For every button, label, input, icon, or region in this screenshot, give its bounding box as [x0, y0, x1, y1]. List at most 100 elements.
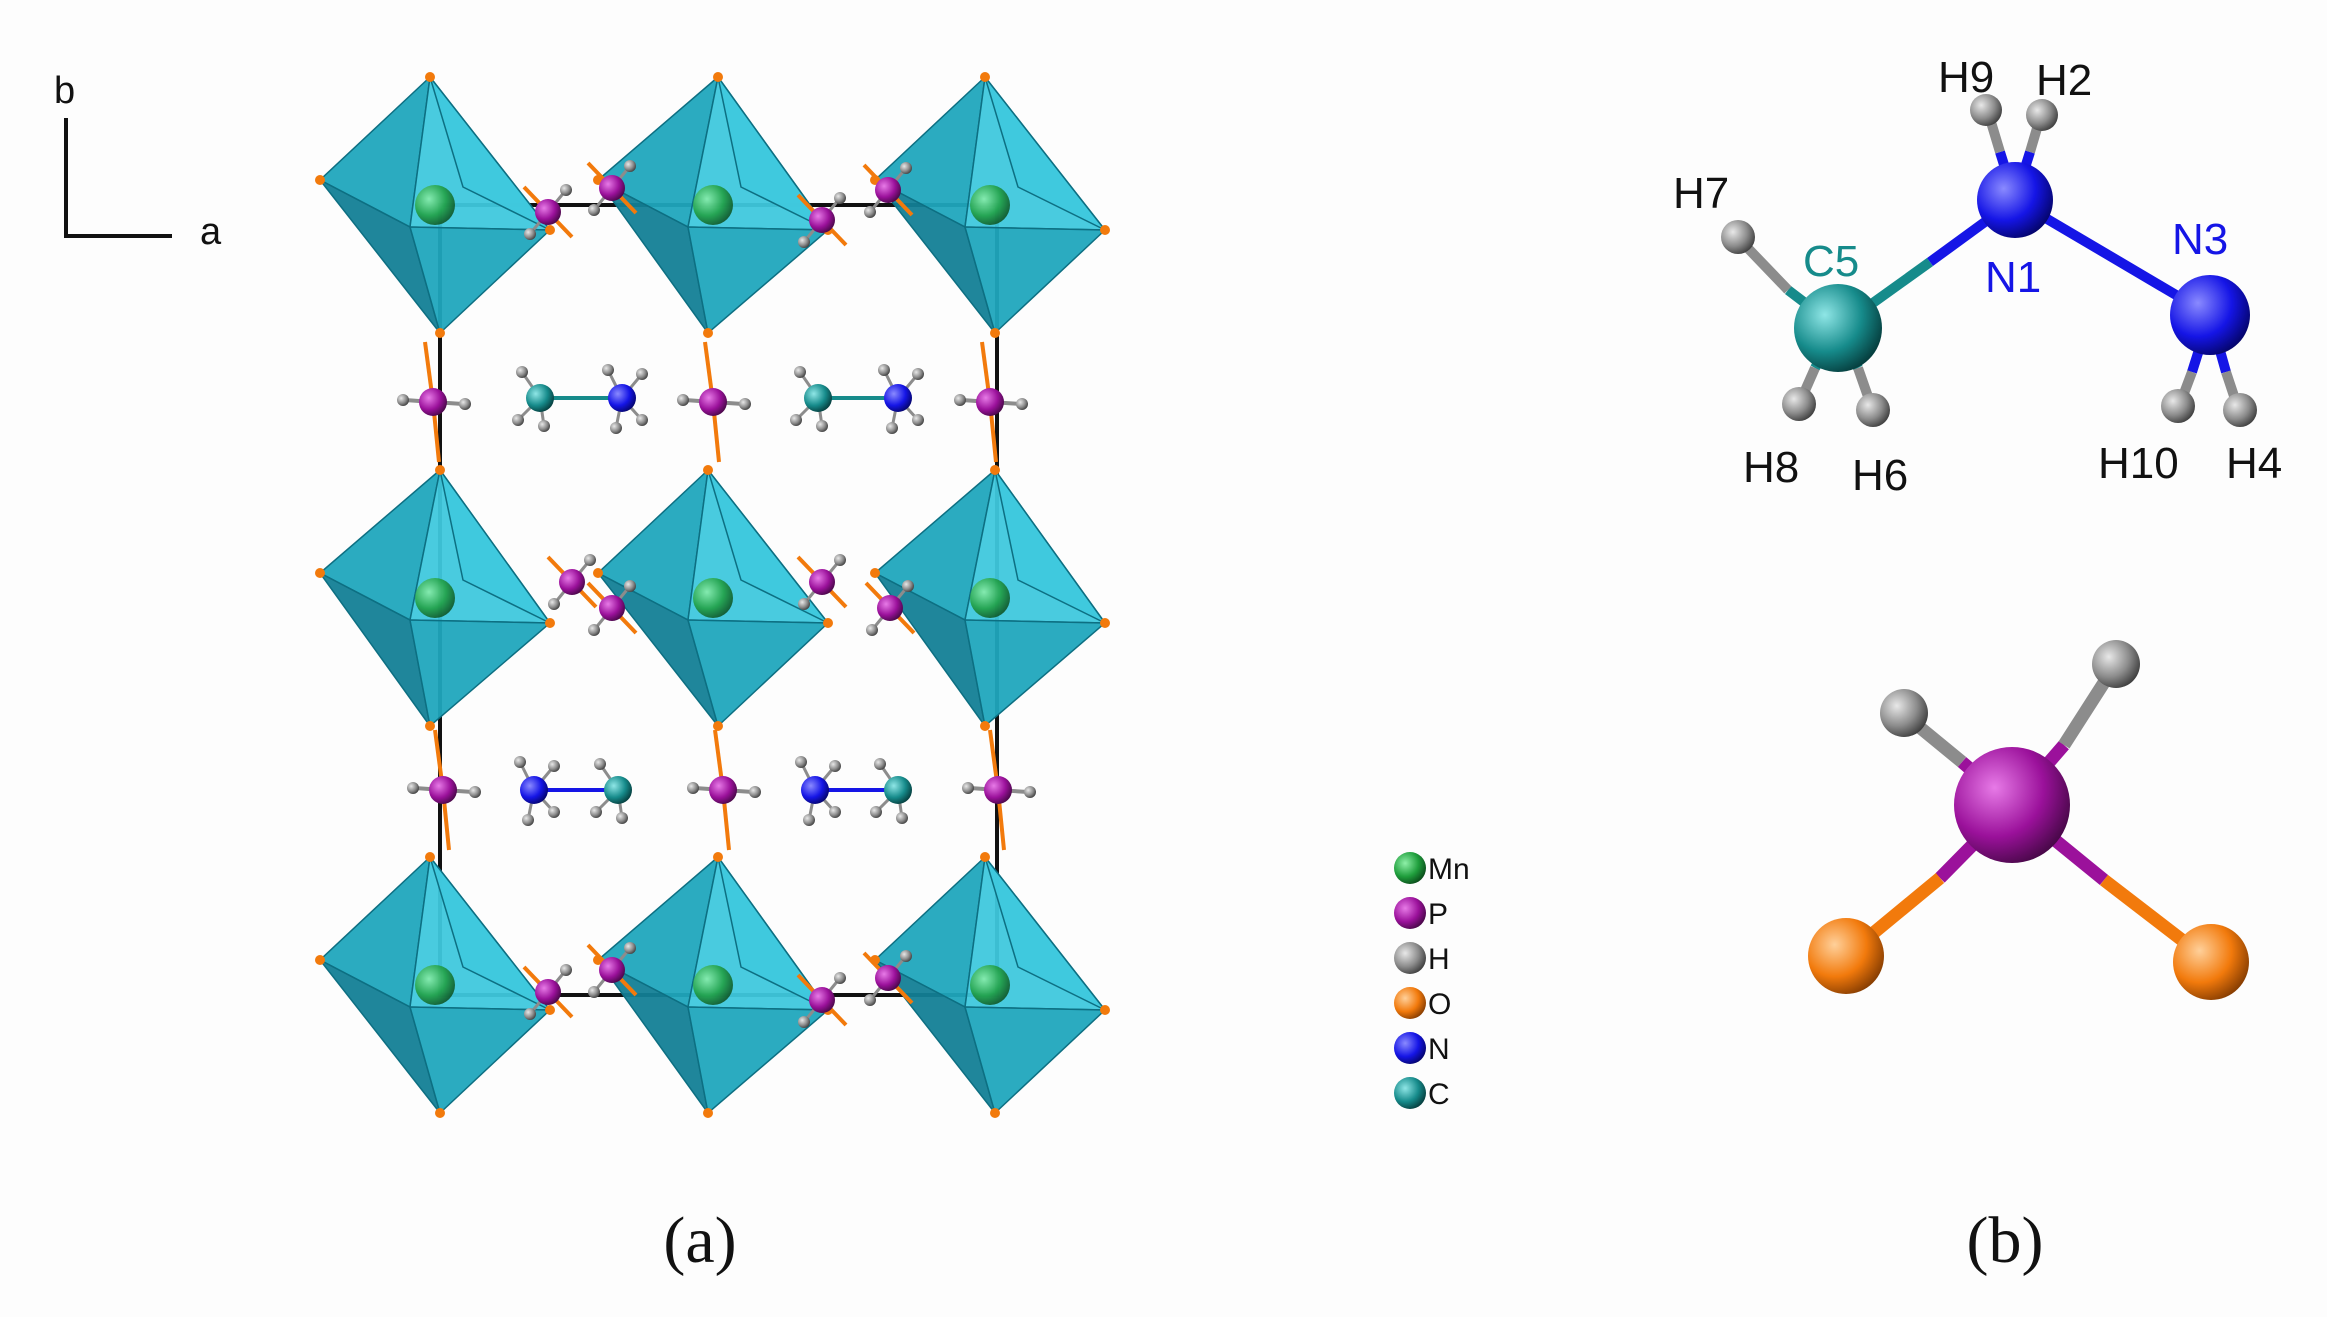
phosphite-group [862, 162, 914, 218]
label-h10: H10 [2098, 439, 2179, 488]
mn-octahedron [593, 465, 833, 731]
atom-h [624, 160, 636, 172]
phosphite-group [962, 729, 1036, 851]
atom-p [875, 177, 901, 203]
octahedron-face [429, 76, 551, 231]
atom-o-vertex [703, 328, 713, 338]
legend-label-n: N [1428, 1033, 1450, 1066]
atom-mn [415, 185, 455, 225]
phosphite-group [522, 964, 574, 1020]
atom-h [798, 236, 810, 248]
atom-n1 [1977, 162, 2053, 238]
atom-h [900, 950, 912, 962]
atom-h [739, 398, 751, 410]
phosphite-group [796, 972, 848, 1028]
atom-o-vertex [713, 852, 723, 862]
octahedron-face [429, 856, 551, 1011]
legend-label-c: C [1428, 1078, 1450, 1111]
atom-o-vertex [1100, 225, 1110, 235]
legend-label-h: H [1428, 943, 1450, 976]
atom-c [884, 776, 912, 804]
label-h7: H7 [1673, 169, 1729, 218]
atom-h [687, 782, 699, 794]
atom-h [790, 414, 802, 426]
phosphite-group [397, 341, 471, 463]
phosphite-group [586, 942, 638, 998]
atom-o-right [2173, 924, 2249, 1000]
panel-a-packing-diagram: b a Mn P H O N C (a) [54, 70, 1470, 1277]
atom-h [749, 786, 761, 798]
atom-n [520, 776, 548, 804]
label-h4: H4 [2226, 439, 2282, 488]
atom-mn [415, 965, 455, 1005]
atom-h [560, 184, 572, 196]
atom-h [616, 812, 628, 824]
cation-upper-right [790, 364, 924, 434]
atom-h [834, 192, 846, 204]
phosphite-group [586, 160, 638, 216]
atom-h [516, 366, 528, 378]
phosphite-group [677, 341, 751, 463]
atom-h [548, 806, 560, 818]
phosphite-group [796, 554, 848, 610]
octahedron-face [984, 856, 1106, 1011]
atom-mn [693, 185, 733, 225]
atom-p [709, 776, 737, 804]
atom-h [636, 368, 648, 380]
atom-o-vertex [425, 721, 435, 731]
atom-h [1016, 398, 1028, 410]
atom-h [866, 624, 878, 636]
atom-o-vertex [545, 1005, 555, 1015]
atom-c [526, 384, 554, 412]
octahedron-face [964, 1006, 1107, 1115]
atom-o-vertex [990, 465, 1000, 475]
atom-o-vertex [990, 328, 1000, 338]
atom-n3 [2170, 275, 2250, 355]
legend-swatch-c [1394, 1077, 1426, 1109]
mn-octahedra [315, 72, 1110, 1118]
phosphite-molecule [1808, 640, 2249, 1000]
atom-o-left [1808, 918, 1884, 994]
atom-h [834, 554, 846, 566]
atom-n [884, 384, 912, 412]
label-h2: H2 [2036, 56, 2092, 105]
element-legend: Mn P H O N C [1394, 852, 1470, 1111]
atom-h [524, 228, 536, 240]
cation-lower-right [795, 756, 912, 826]
atom-p [875, 965, 901, 991]
octahedron-face [687, 1006, 830, 1115]
atom-h [912, 368, 924, 380]
atom-h [584, 554, 596, 566]
atom-o-vertex [703, 465, 713, 475]
atom-p [877, 595, 903, 621]
atom-o-vertex [315, 568, 325, 578]
mn-octahedron [870, 465, 1110, 731]
octahedron-face [707, 469, 829, 624]
cation-upper-left [512, 364, 648, 434]
atom-c [804, 384, 832, 412]
octahedron-face [439, 469, 551, 624]
atom-h [459, 398, 471, 410]
legend-swatch-n [1394, 1032, 1426, 1064]
atom-h-right [2092, 640, 2140, 688]
atom-h [794, 366, 806, 378]
atom-p [984, 776, 1012, 804]
legend-swatch-p [1394, 897, 1426, 929]
atom-p [809, 569, 835, 595]
octahedron-face [409, 226, 552, 335]
mn-octahedron [315, 72, 555, 338]
atom-o-vertex [1100, 618, 1110, 628]
atom-h [560, 964, 572, 976]
mn-octahedron [315, 852, 555, 1118]
atom-p [419, 388, 447, 416]
octahedron-face [994, 469, 1106, 624]
atom-h [902, 580, 914, 592]
atom-h [636, 414, 648, 426]
atom-o-vertex [713, 72, 723, 82]
phosphite-group [796, 192, 848, 248]
phosphite-group [546, 554, 598, 610]
atom-o-vertex [823, 618, 833, 628]
atom-mn [970, 578, 1010, 618]
atom-h [590, 806, 602, 818]
atom-h [816, 420, 828, 432]
